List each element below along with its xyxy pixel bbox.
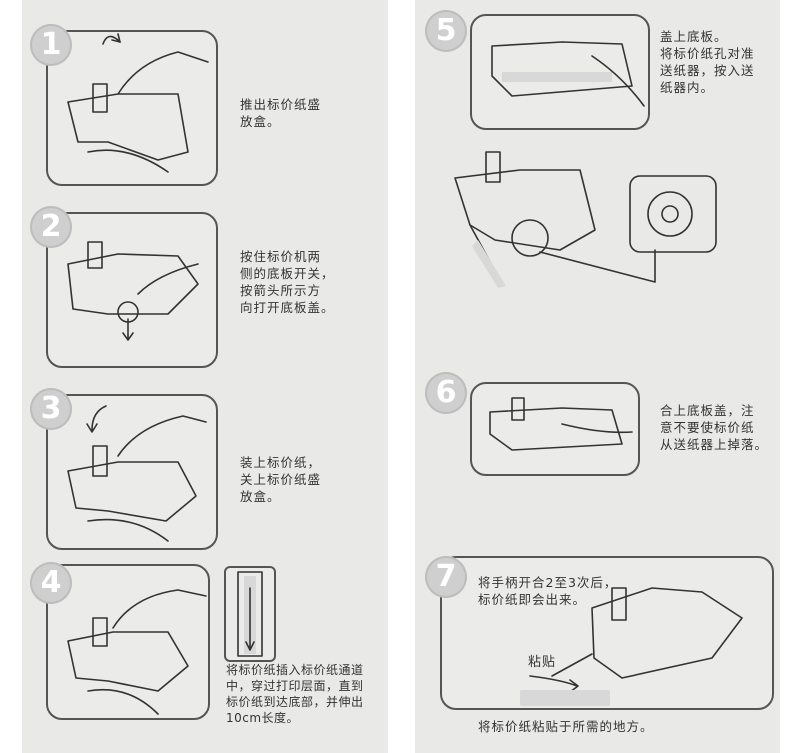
step-7-text: 将手柄开合2至3次后， 标价纸即会出来。 [478, 575, 618, 607]
step-5-illustration [470, 14, 650, 130]
step-2-illustration [46, 212, 218, 368]
step-5-number: 5 [425, 10, 467, 52]
labeler-base-icon [491, 41, 645, 107]
step-3-illustration [46, 394, 218, 550]
step-6-illustration [470, 382, 640, 476]
step-7-label: 粘贴 [528, 655, 557, 670]
step-7-illustration [440, 556, 774, 710]
step-4-text: 将标价纸插入标价纸通道 中，穿过打印层面，直到 标价纸到达底部，并伸出 10cm… [226, 663, 364, 725]
step-2-number: 2 [30, 206, 72, 248]
paper-channel-icon [237, 571, 263, 657]
step-1-illustration [46, 30, 218, 186]
labeler-insert-icon [67, 589, 207, 715]
step-1-number: 1 [30, 24, 72, 66]
step-6-text: 合上底板盖，注 意不要使标价纸 从送纸器上掉落。 [660, 403, 769, 452]
step-4-number: 4 [30, 562, 72, 604]
step-5-text: 盖上底板。 将标价纸孔对准 送纸器，按入送 纸器内。 [660, 29, 755, 95]
step-4-illustration [46, 564, 210, 720]
step-1-text: 推出标价纸盛 放盒。 [240, 97, 322, 129]
step-3-text: 装上标价纸， 关上标价纸盛 放盒。 [240, 455, 322, 504]
step-7-number: 7 [425, 556, 467, 598]
labeler-load-icon [67, 405, 207, 542]
step-7-caption: 将标价纸粘贴于所需的地方。 [478, 719, 654, 734]
labeler-open-icon [67, 241, 199, 341]
step-3-number: 3 [30, 388, 72, 430]
labeler-dispense-icon [520, 587, 743, 706]
step-2-text: 按住标价机两 侧的底板开关， 按箭头所示方 向打开底板盖。 [240, 249, 335, 315]
labeler-hand-icon [67, 33, 209, 173]
labeler-close-icon [489, 397, 633, 451]
step-4-channel-detail [224, 566, 276, 662]
step-6-number: 6 [425, 372, 467, 414]
